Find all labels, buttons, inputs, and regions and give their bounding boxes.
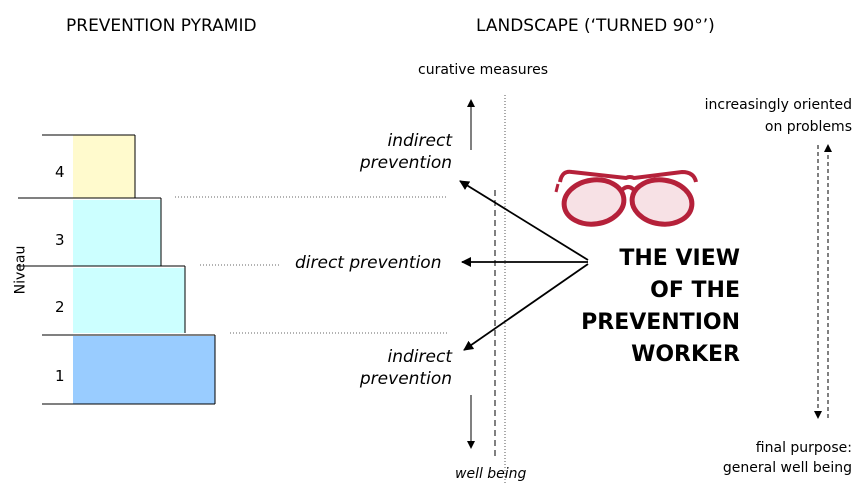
- pyramid-level-3: [18, 197, 162, 266]
- pyramid-level-4: [42, 134, 136, 198]
- view-title-line3: PREVENTION: [581, 310, 740, 335]
- indirect-prevention-top: indirect prevention: [330, 130, 452, 174]
- well-being-label: well being: [455, 466, 527, 482]
- arrow-indirect-bottom: [463, 263, 589, 351]
- pyramid-header: PREVENTION PYRAMID: [66, 16, 257, 36]
- level-3-label: 3: [55, 231, 65, 249]
- level-3-fill: [73, 200, 161, 266]
- level-2-label: 2: [55, 298, 65, 316]
- right-top-line1: increasingly oriented: [704, 97, 852, 113]
- arrow-indirect-top: [459, 180, 589, 261]
- direct-prevention-label: direct prevention: [295, 253, 442, 273]
- level-4-label: 4: [55, 163, 65, 181]
- level-1-label: 1: [55, 367, 65, 385]
- pyramid-level-1: [42, 334, 216, 405]
- indirect-top-line2: prevention: [359, 153, 452, 173]
- view-title-line1: THE VIEW: [619, 246, 740, 271]
- view-title-line4: WORKER: [631, 342, 740, 367]
- indirect-prevention-bottom: indirect prevention: [330, 346, 452, 390]
- right-bottom-line1: final purpose:: [755, 440, 852, 456]
- pyramid-level-2: [18, 265, 186, 333]
- indirect-bottom-line2: prevention: [359, 369, 452, 389]
- level-1-fill: [73, 336, 215, 404]
- level-2-fill: [73, 268, 185, 333]
- right-bottom-line2: general well being: [722, 460, 852, 476]
- red-eyeglasses-icon: [554, 169, 698, 227]
- level-4-fill: [73, 135, 135, 198]
- landscape-header: LANDSCAPE (‘TURNED 90°’): [476, 16, 715, 36]
- final-purpose-label: final purpose: general well being: [640, 438, 852, 478]
- axis-label-niveau: Niveau: [12, 245, 29, 295]
- view-title: THE VIEW OF THE PREVENTION WORKER: [560, 243, 740, 371]
- curative-measures-label: curative measures: [418, 62, 548, 78]
- right-top-line2: on problems: [764, 119, 852, 135]
- indirect-top-line1: indirect: [387, 131, 452, 151]
- view-title-line2: OF THE: [650, 278, 740, 303]
- oriented-on-problems-label: increasingly oriented on problems: [640, 94, 852, 138]
- indirect-bottom-line1: indirect: [387, 347, 452, 367]
